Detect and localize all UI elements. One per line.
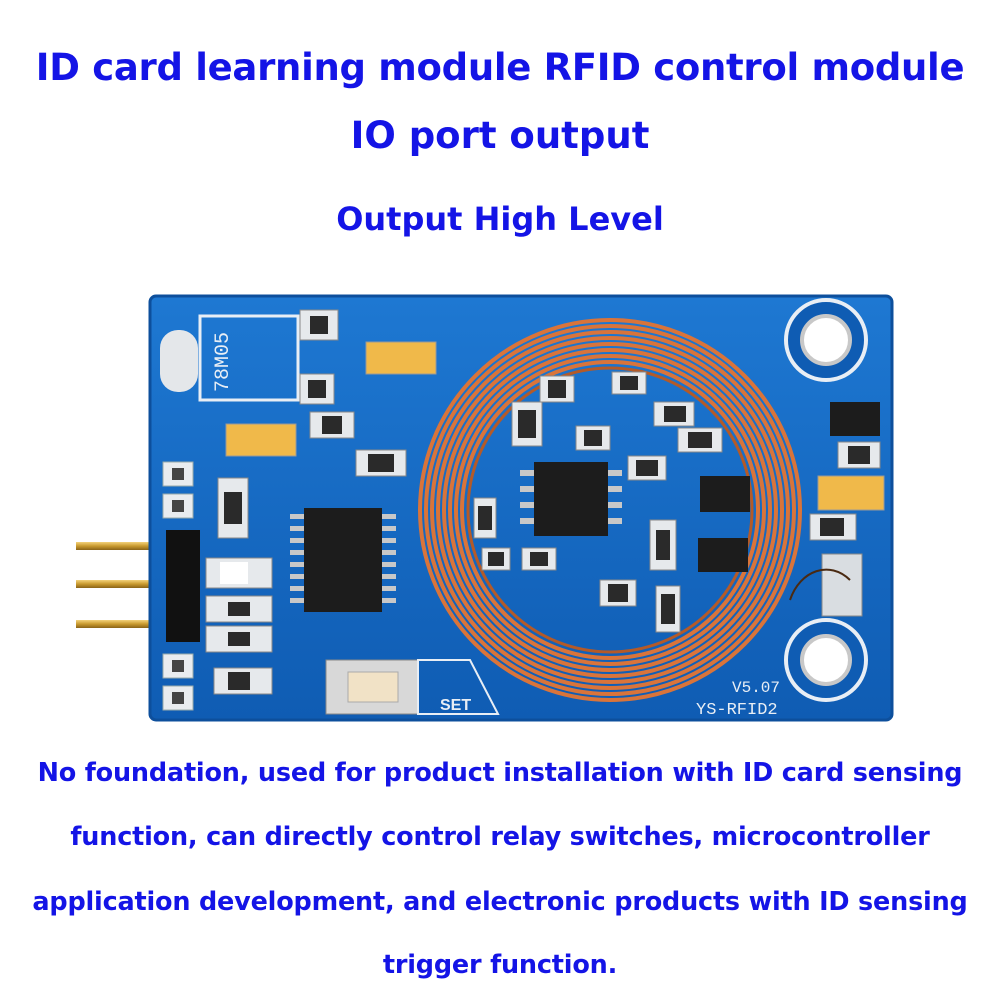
description-line-4: trigger function.	[382, 950, 618, 980]
solder-pad	[160, 330, 198, 392]
page-title-line-1: ID card learning module RFID control mod…	[35, 46, 965, 89]
mounting-hole	[784, 618, 868, 702]
transistor	[830, 402, 880, 436]
model-label: YS-RFID2	[696, 701, 778, 720]
rfid-ic	[520, 462, 622, 536]
set-button-label: SET	[440, 697, 471, 714]
description-line-2: function, can directly control relay swi…	[70, 822, 930, 852]
transistor	[700, 476, 750, 512]
pin-header	[166, 530, 200, 642]
regulator-outline	[198, 314, 300, 402]
ic-chip	[290, 508, 396, 612]
regulator-marking: 78M05	[212, 332, 235, 392]
transistor	[698, 538, 748, 572]
version-label: V5.07	[732, 679, 780, 697]
description-line-3: application development, and electronic …	[32, 887, 968, 917]
mounting-hole	[784, 298, 868, 382]
header-pins	[76, 542, 186, 628]
page-subtitle: Output High Level	[336, 200, 664, 238]
rfid-module-board-image: 78M05	[76, 294, 894, 722]
antenna-coil	[418, 318, 802, 702]
set-button[interactable]	[325, 659, 419, 715]
description-line-1: No foundation, used for product installa…	[37, 758, 963, 788]
page-title-line-2: IO port output	[350, 114, 650, 157]
